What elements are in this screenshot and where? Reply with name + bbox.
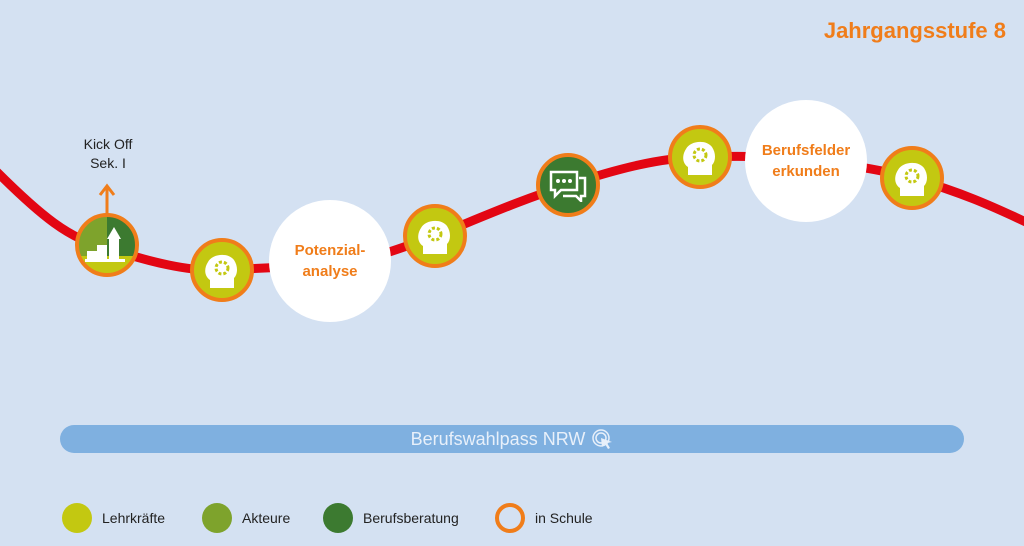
page-title: Jahrgangsstufe 8	[823, 18, 1006, 43]
legend-swatch	[495, 503, 525, 533]
up-arrow-icon	[98, 183, 116, 215]
kickoff-line1: Kick Off	[83, 136, 133, 152]
click-cursor-icon	[592, 429, 613, 449]
kickoff-line2: Sek. I	[90, 155, 126, 171]
teacher-node-2[interactable]	[403, 204, 467, 268]
bar-label: Berufswahlpass NRW	[410, 428, 586, 449]
head-gear-icon	[895, 162, 927, 196]
legend-label: in Schule	[535, 510, 593, 526]
berufswahlpass-bar[interactable]: Berufswahlpass NRW	[60, 425, 964, 453]
legend-label: Lehrkräfte	[102, 510, 166, 526]
legend-swatch	[323, 503, 353, 533]
speech-bubbles-icon	[549, 170, 587, 202]
teacher-node-4[interactable]	[880, 146, 944, 210]
teacher-node-1[interactable]	[190, 238, 254, 302]
legend-swatch	[62, 503, 92, 533]
counseling-node[interactable]	[536, 153, 600, 217]
legend-in-schule: in Schule	[495, 503, 593, 533]
bubble-line: Potenzial-	[294, 242, 366, 259]
legend-lehrkraefte: Lehrkräfte	[62, 503, 165, 533]
head-gear-icon	[683, 141, 715, 175]
bubble-line: Berufsfelder	[761, 142, 851, 159]
legend-berufsberatung: Berufsberatung	[323, 503, 459, 533]
kickoff-node[interactable]	[75, 213, 139, 277]
legend-label: Akteure	[242, 510, 291, 526]
berufsfelder-bubble: Berufsfelder erkunden	[745, 100, 867, 222]
bubble-line: analyse	[302, 263, 358, 280]
head-gear-icon	[418, 220, 450, 254]
legend-label: Berufsberatung	[363, 510, 459, 526]
growth-chart-icon	[85, 227, 125, 262]
potenzialanalyse-bubble: Potenzial-analyse	[269, 200, 391, 322]
legend-swatch	[202, 503, 232, 533]
legend-akteure: Akteure	[202, 503, 290, 533]
teacher-node-3[interactable]	[668, 125, 732, 189]
bubble-line: erkunden	[772, 163, 840, 180]
head-gear-icon	[205, 254, 237, 288]
